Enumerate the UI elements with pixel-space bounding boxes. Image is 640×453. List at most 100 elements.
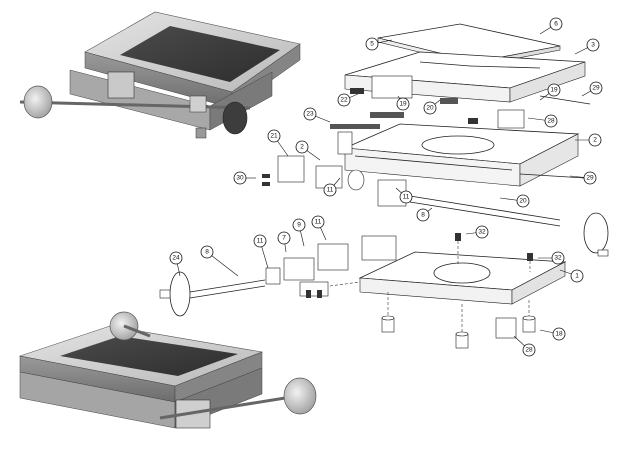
callout-circle	[522, 343, 536, 357]
callout-number: 7	[282, 235, 286, 242]
callout-circle	[416, 208, 430, 222]
callout-23: 23	[303, 107, 317, 121]
callout-circle	[323, 183, 337, 197]
callout-28: 28	[544, 114, 558, 128]
callout-number: 30	[236, 175, 244, 182]
callout-7: 7	[277, 231, 291, 245]
callout-number: 19	[550, 87, 558, 94]
callout-circle	[295, 140, 309, 154]
callout-circle	[516, 194, 530, 208]
callout-30: 30	[233, 171, 247, 185]
callout-circle	[399, 190, 413, 204]
callout-number: 2	[300, 144, 304, 151]
callout-circle	[277, 231, 291, 245]
callout-9: 9	[292, 218, 306, 232]
callout-circle	[337, 93, 351, 107]
callout-number: 2	[593, 137, 597, 144]
callout-29: 29	[589, 81, 603, 95]
callout-28: 28	[522, 343, 536, 357]
callout-circle	[169, 251, 183, 265]
callout-20: 20	[423, 101, 437, 115]
callout-22: 22	[337, 93, 351, 107]
callout-11: 11	[399, 190, 413, 204]
callout-number: 1	[575, 273, 579, 280]
callout-number: 11	[257, 238, 264, 245]
callout-number: 11	[315, 219, 322, 226]
callout-number: 20	[519, 198, 527, 205]
callout-number: 24	[172, 255, 180, 262]
callout-circle	[303, 107, 317, 121]
callout-number: 28	[547, 118, 555, 125]
callout-number: 23	[306, 111, 314, 118]
callout-number: 9	[297, 222, 301, 229]
callout-circle	[396, 97, 410, 111]
callout-20: 20	[516, 194, 530, 208]
callout-number: 18	[555, 331, 563, 338]
callout-1: 1	[570, 269, 584, 283]
callout-circle	[549, 17, 563, 31]
callout-number: 6	[554, 21, 558, 28]
callout-leader-line	[206, 251, 239, 277]
callout-19: 19	[547, 83, 561, 97]
assembled-stage-top-left	[19, 11, 301, 139]
callout-8: 8	[200, 245, 214, 259]
callout-number: 21	[270, 133, 278, 140]
callout-circle	[253, 234, 267, 248]
callout-number: 5	[370, 41, 374, 48]
callout-18: 18	[552, 327, 566, 341]
callout-2: 2	[295, 140, 309, 154]
callout-circle	[233, 171, 247, 185]
callout-circle	[292, 218, 306, 232]
callout-11: 11	[253, 234, 267, 248]
callout-number: 29	[586, 175, 594, 182]
callout-19: 19	[396, 97, 410, 111]
callout-11: 11	[323, 183, 337, 197]
callout-32: 32	[475, 225, 489, 239]
lead-screw-parts	[159, 235, 397, 317]
callout-circle	[552, 327, 566, 341]
callout-circle	[589, 81, 603, 95]
assembled-stage-bottom-left	[18, 311, 317, 429]
callout-6: 6	[549, 17, 563, 31]
callout-circle	[586, 38, 600, 52]
callout-circle	[311, 215, 325, 229]
callout-circle	[547, 83, 561, 97]
callout-number: 28	[525, 347, 533, 354]
callout-number: 19	[399, 101, 407, 108]
callout-circle	[475, 225, 489, 239]
callout-24: 24	[169, 251, 183, 265]
callout-circle	[200, 245, 214, 259]
callout-circle	[570, 269, 584, 283]
callout-number: 11	[403, 194, 410, 201]
callout-3: 3	[586, 38, 600, 52]
callout-32: 32	[551, 251, 565, 265]
callout-number: 20	[426, 105, 434, 112]
base-plate-parts	[358, 233, 567, 349]
callout-29: 29	[583, 171, 597, 185]
callout-circle	[365, 37, 379, 51]
callout-circle	[423, 101, 437, 115]
callout-circle	[583, 171, 597, 185]
callout-number: 29	[592, 85, 600, 92]
callout-number: 22	[340, 97, 348, 104]
middle-plate-parts	[337, 123, 580, 187]
callout-8: 8	[416, 208, 430, 222]
callout-number: 8	[205, 249, 209, 256]
small-hardware	[330, 75, 591, 179]
top-plate-parts	[344, 23, 586, 103]
callout-number: 8	[421, 212, 425, 219]
callout-circle	[588, 133, 602, 147]
callout-circle	[267, 129, 281, 143]
callout-number: 32	[554, 255, 562, 262]
callout-number: 3	[591, 42, 595, 49]
callout-21: 21	[267, 129, 281, 143]
callout-circle	[544, 114, 558, 128]
callout-2: 2	[588, 133, 602, 147]
callout-5: 5	[365, 37, 379, 51]
callout-circle	[551, 251, 565, 265]
callout-number: 32	[478, 229, 486, 236]
callout-number: 11	[327, 187, 334, 194]
